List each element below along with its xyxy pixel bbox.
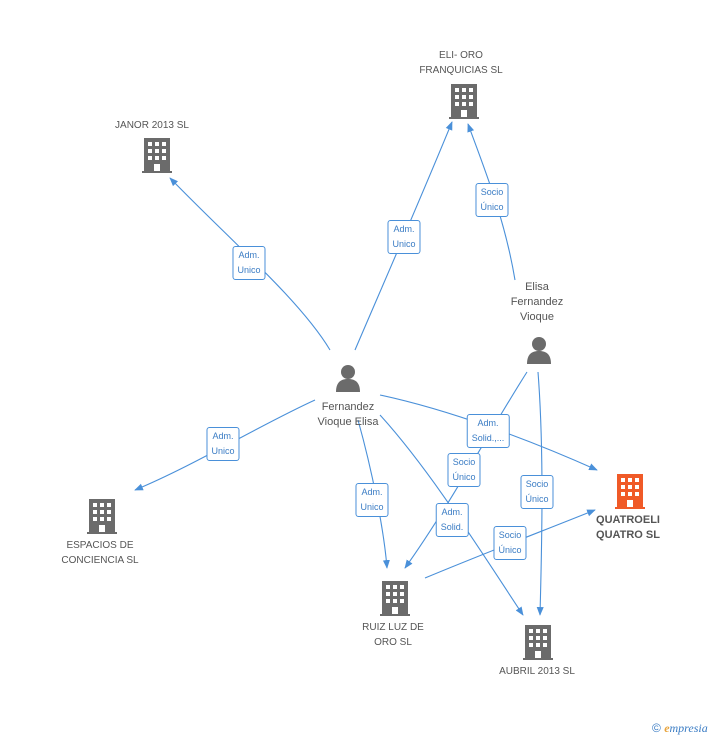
node-janor-label[interactable]: JANOR 2013 SL (115, 120, 189, 131)
empresia-logo: empresia (664, 721, 708, 735)
fernandez-person-icon (336, 365, 360, 392)
node-elioro-label[interactable]: ELI- ORO FRANQUICIAS SL (419, 50, 503, 76)
copyright-symbol: © (652, 721, 661, 735)
elisa-person-icon (527, 337, 551, 364)
node-ruiz-label[interactable]: RUIZ LUZ DE ORO SL (362, 622, 424, 648)
janor-building-icon (142, 138, 172, 173)
edge-label-fernandez-aubril: Adm.Solid. (435, 503, 469, 537)
ruiz-building-icon (380, 581, 410, 616)
quatroeli-building-icon (615, 474, 645, 509)
node-elisa-label[interactable]: Elisa Fernandez Vioque (510, 281, 564, 323)
edge-label-fernandez-elioro: Adm.Unico (387, 220, 421, 254)
edge-label-fernandez-quatroeli: Adm.Solid.,... (466, 414, 510, 448)
espacios-building-icon (87, 499, 117, 534)
elioro-building-icon (449, 84, 479, 119)
node-aubril-label[interactable]: AUBRIL 2013 SL (499, 666, 575, 677)
edge-label-fernandez-espacios: Adm.Unico (206, 427, 240, 461)
edge-label-fernandez-janor: Adm.Unico (232, 246, 266, 280)
footer-brand[interactable]: © empresia (652, 721, 708, 736)
node-quatroeli-label[interactable]: QUATROELI QUATRO SL (596, 514, 660, 541)
node-espacios-label[interactable]: ESPACIOS DE CONCIENCIA SL (61, 540, 139, 566)
node-fernandez-label[interactable]: Fernandez Vioque Elisa (317, 401, 379, 428)
aubril-building-icon (523, 625, 553, 660)
edge-label-fernandez-ruiz: Adm.Unico (355, 483, 389, 517)
